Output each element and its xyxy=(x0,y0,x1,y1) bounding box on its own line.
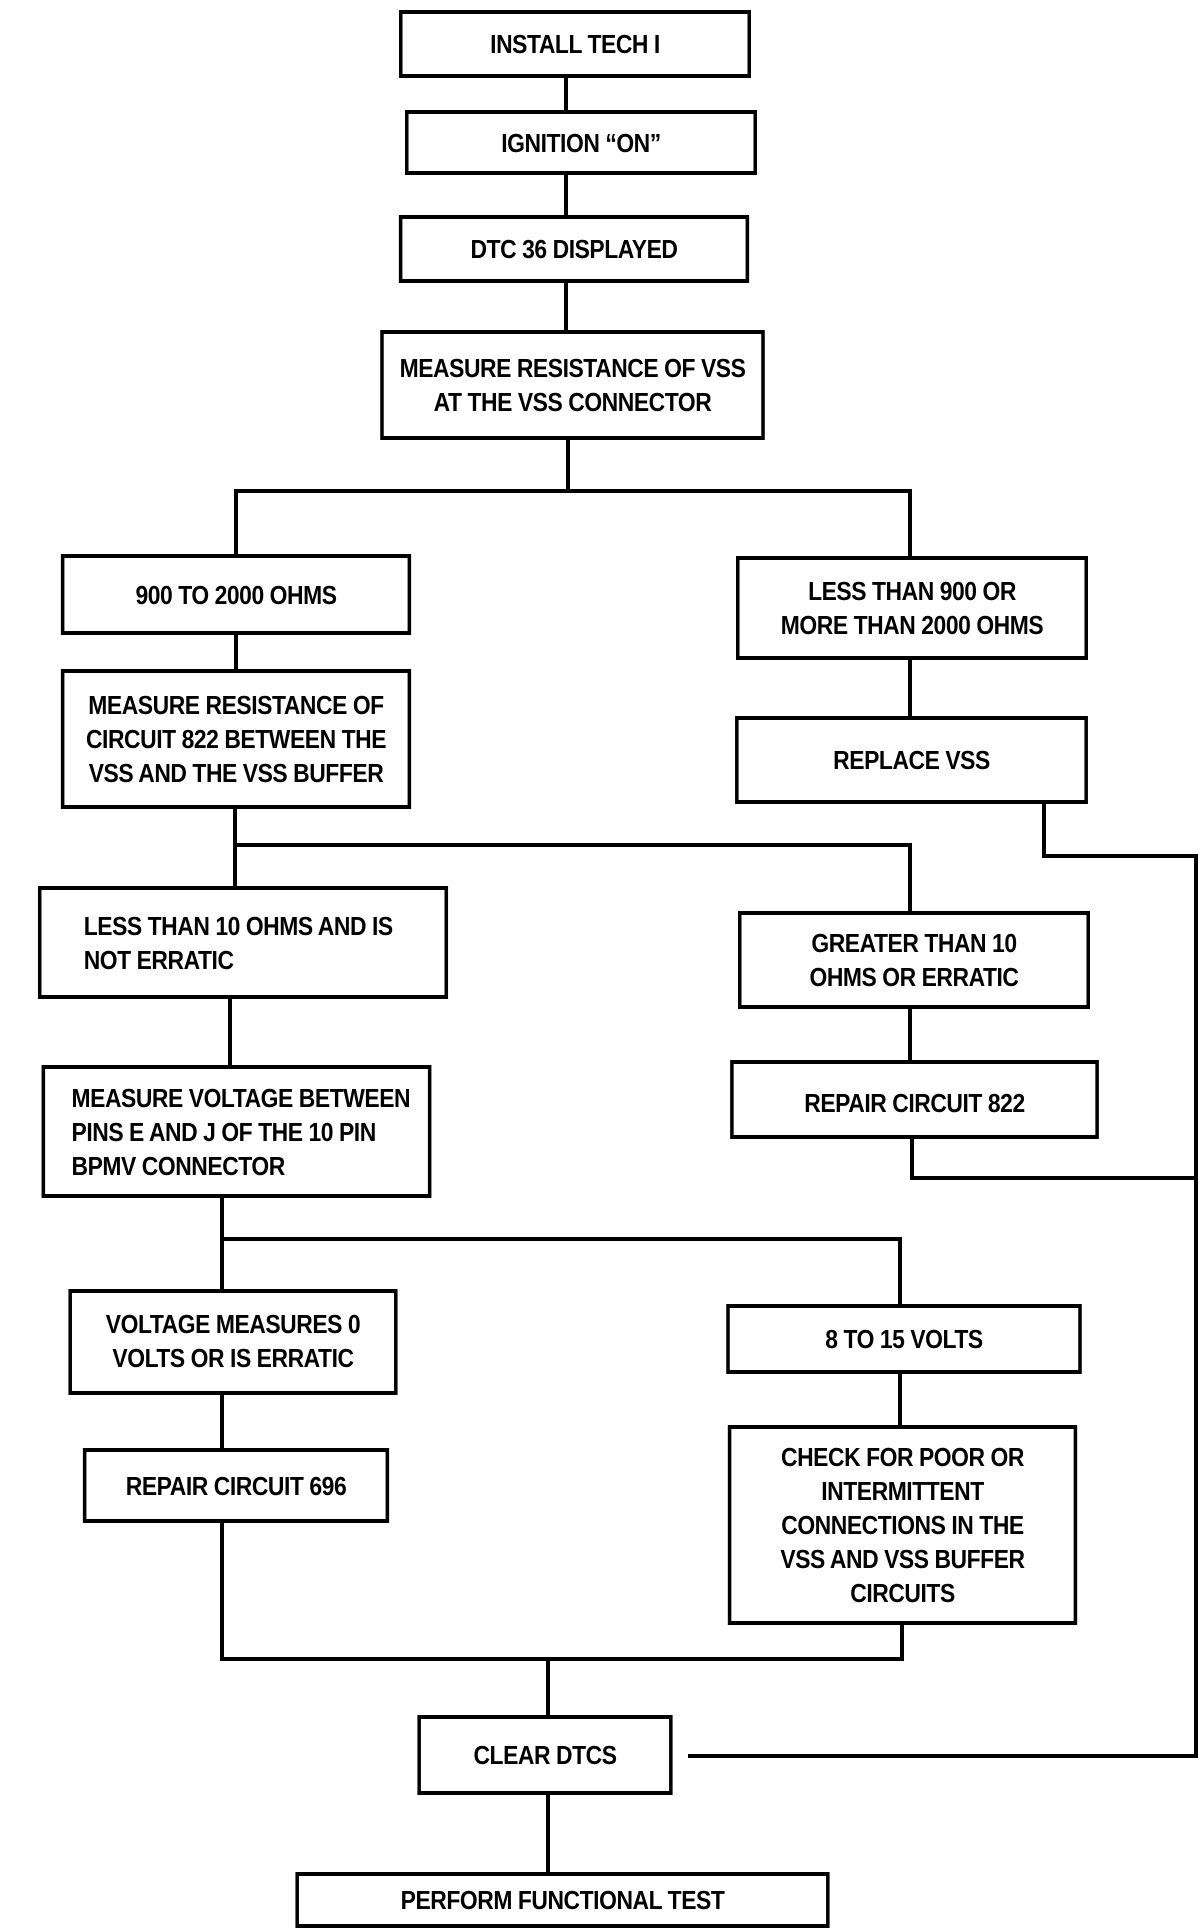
edge-merge xyxy=(220,1521,904,1661)
node-ohms-ok: 900 TO 2000 OHMS xyxy=(60,554,412,635)
edge-replace-clear xyxy=(688,802,1198,1758)
node-functional-test: PERFORM FUNCTIONAL TEST xyxy=(295,1872,830,1928)
node-install-tech: INSTALL TECH I xyxy=(399,10,751,78)
edge-repair822-clear xyxy=(910,1137,1198,1180)
node-check-poor: CHECK FOR POOR OR INTERMITTENT CONNECTIO… xyxy=(727,1425,1078,1625)
node-measure-voltage: MEASURE VOLTAGE BETWEEN PINS E AND J OF … xyxy=(41,1065,432,1198)
node-ohms-bad: LESS THAN 900 OR MORE THAN 2000 OHMS xyxy=(736,556,1088,660)
edge-branch-3h xyxy=(220,1237,902,1306)
node-volt-8-15: 8 TO 15 VOLTS xyxy=(726,1304,1082,1374)
node-clear-dtcs: CLEAR DTCS xyxy=(417,1715,673,1795)
node-repair-696: REPAIR CIRCUIT 696 xyxy=(82,1448,390,1523)
node-repair-822: REPAIR CIRCUIT 822 xyxy=(730,1060,1099,1139)
node-measure-vss: MEASURE RESISTANCE OF VSS AT THE VSS CON… xyxy=(380,330,765,440)
node-volt-0: VOLTAGE MEASURES 0 VOLTS OR IS ERRATIC xyxy=(68,1289,398,1395)
node-gt10: GREATER THAN 10 OHMS OR ERRATIC xyxy=(738,911,1090,1009)
node-ignition-on: IGNITION “ON” xyxy=(405,110,757,175)
node-replace-vss: REPLACE VSS xyxy=(735,716,1088,804)
node-lt10: LESS THAN 10 OHMS AND IS NOT ERRATIC xyxy=(37,886,449,999)
node-dtc36: DTC 36 DISPLAYED xyxy=(398,215,750,283)
edge-branch-1 xyxy=(234,489,912,558)
node-measure-822: MEASURE RESISTANCE OF CIRCUIT 822 BETWEE… xyxy=(60,669,412,809)
edge-branch-2h xyxy=(233,843,912,913)
